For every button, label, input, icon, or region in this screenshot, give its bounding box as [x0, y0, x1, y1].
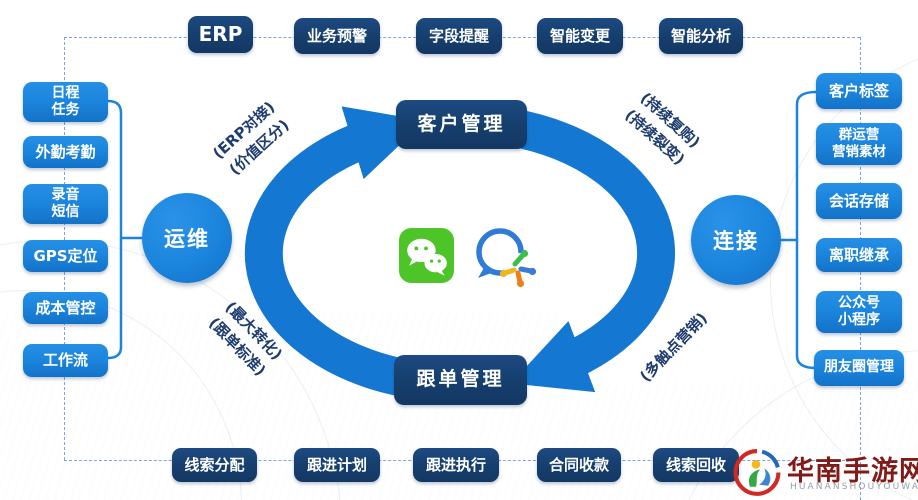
- bracket-left: [107, 99, 144, 360]
- node-chat-archive: 会话存储: [816, 183, 902, 219]
- node-erp: ERP: [188, 16, 253, 53]
- node-moments-manage: 朋友圈管理: [814, 350, 904, 386]
- node-official-miniprogram: 公众号 小程序: [816, 291, 902, 333]
- node-recording-sms: 录音 短信: [23, 184, 108, 224]
- node-group-marketing: 群运营 营销素材: [816, 123, 902, 165]
- watermark-subtitle: HUANANSHOUYOUWANG: [790, 482, 918, 492]
- node-cost-control: 成本管控: [23, 292, 108, 324]
- node-workflow: 工作流: [23, 344, 108, 377]
- node-field-reminder: 字段提醒: [416, 18, 502, 54]
- node-smart-analysis: 智能分析: [659, 18, 743, 54]
- node-field-attendance: 外勤考勤: [23, 136, 108, 168]
- node-resign-inherit: 离职继承: [816, 238, 902, 272]
- cycle-arc-right: [506, 108, 676, 393]
- node-schedule-tasks: 日程 任务: [23, 82, 108, 122]
- node-gps-location: GPS定位: [23, 240, 108, 272]
- cycle-arc-left: [244, 106, 426, 398]
- site-logo-icon: [733, 449, 781, 496]
- watermark-title: 华南手游网: [787, 456, 918, 487]
- node-smart-change: 智能变更: [537, 18, 623, 54]
- node-order-followup: 跟单管理: [394, 355, 527, 405]
- hub-connect: 连接: [691, 195, 781, 285]
- hub-operations: 运维: [142, 193, 232, 283]
- node-followup-execute: 跟进执行: [413, 448, 499, 482]
- node-contract-payment: 合同收款: [537, 448, 621, 482]
- wechat-icon: [399, 228, 454, 283]
- node-lead-assign: 线索分配: [172, 448, 257, 482]
- wecom-icon: [476, 228, 537, 288]
- node-customer-management: 客户管理: [396, 100, 527, 149]
- node-customer-tags: 客户标签: [816, 73, 902, 109]
- node-business-alert: 业务预警: [294, 18, 380, 54]
- node-lead-recycle: 线索回收: [653, 448, 739, 482]
- bracket-right: [774, 90, 817, 370]
- node-followup-plan: 跟进计划: [294, 448, 380, 482]
